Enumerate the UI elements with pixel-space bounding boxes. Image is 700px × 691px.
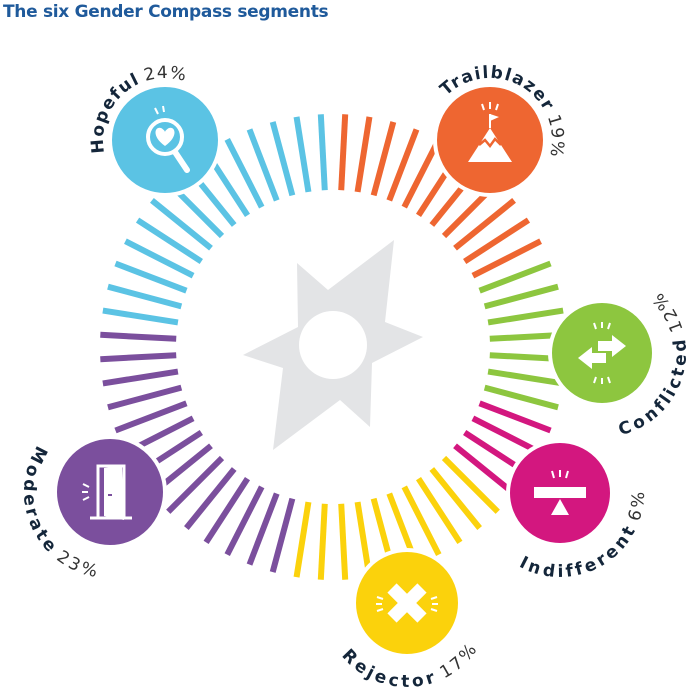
bar-moderate — [246, 492, 280, 566]
bar-indifferent — [453, 443, 516, 496]
bar-moderate — [166, 455, 225, 514]
compass-star-icon — [243, 240, 423, 450]
bar-moderate — [107, 384, 183, 411]
bar-trailblazer — [338, 114, 349, 191]
bar-hopeful — [107, 283, 183, 310]
bar-hopeful — [124, 238, 195, 279]
segment-percent: 12% — [648, 288, 687, 335]
bar-moderate — [203, 477, 251, 545]
bar-moderate — [184, 467, 237, 530]
opposing-arrows-icon — [578, 322, 626, 384]
bar-hopeful — [293, 116, 312, 193]
bar-hopeful — [317, 114, 328, 191]
bar-trailblazer — [453, 198, 516, 251]
bar-conflicted — [478, 260, 552, 294]
cross-x-icon — [376, 583, 438, 623]
bar-indifferent — [471, 415, 542, 456]
bar-rejector — [441, 455, 500, 514]
bar-trailblazer — [370, 121, 397, 197]
segment-percent: 6% — [625, 490, 650, 523]
bar-indifferent — [478, 400, 552, 434]
bar-hopeful — [114, 260, 188, 294]
magnifier-heart-icon — [146, 105, 190, 173]
segment-percent: 23% — [53, 547, 100, 582]
open-door-icon — [82, 464, 132, 520]
segment-percent: 17% — [437, 640, 482, 683]
bar-hopeful — [102, 307, 179, 326]
bar-trailblazer — [401, 138, 442, 209]
page-title: The six Gender Compass segments — [3, 2, 329, 22]
bar-conflicted — [483, 283, 559, 310]
segment-hopeful: Hopeful24% — [88, 63, 222, 197]
bar-conflicted — [487, 368, 564, 387]
segment-rejector: Rejector17% — [338, 548, 482, 691]
bar-rejector — [317, 503, 328, 580]
bar-conflicted — [483, 384, 559, 411]
bar-rejector — [429, 467, 482, 530]
bar-hopeful — [150, 198, 213, 251]
bar-hopeful — [224, 138, 265, 209]
bar-moderate — [269, 497, 296, 573]
bar-moderate — [114, 400, 188, 434]
bar-hopeful — [269, 121, 296, 197]
segment-conflicted: Conflicted12% — [548, 288, 690, 440]
bar-trailblazer — [471, 238, 542, 279]
bar-rejector — [338, 503, 349, 580]
segment-percent: 19% — [543, 112, 568, 159]
bar-trailblazer — [354, 116, 373, 193]
segment-bars — [100, 114, 566, 580]
bar-rejector — [415, 477, 463, 545]
balance-seesaw-icon — [534, 470, 586, 515]
segment-percent: 24% — [142, 63, 189, 86]
bar-trailblazer — [386, 128, 420, 202]
bar-hopeful — [135, 217, 203, 265]
bar-trailblazer — [463, 217, 531, 265]
bar-conflicted — [487, 307, 564, 326]
bar-rejector — [401, 485, 442, 556]
bar-hopeful — [246, 128, 280, 202]
bar-moderate — [102, 368, 179, 387]
bar-moderate — [100, 331, 177, 342]
bar-moderate — [224, 485, 265, 556]
mountain-flag-icon — [468, 102, 512, 162]
bar-moderate — [100, 352, 177, 363]
bar-rejector — [293, 501, 312, 578]
segment-indifferent: Indifferent6% — [506, 439, 650, 582]
bar-rejector — [354, 501, 373, 578]
